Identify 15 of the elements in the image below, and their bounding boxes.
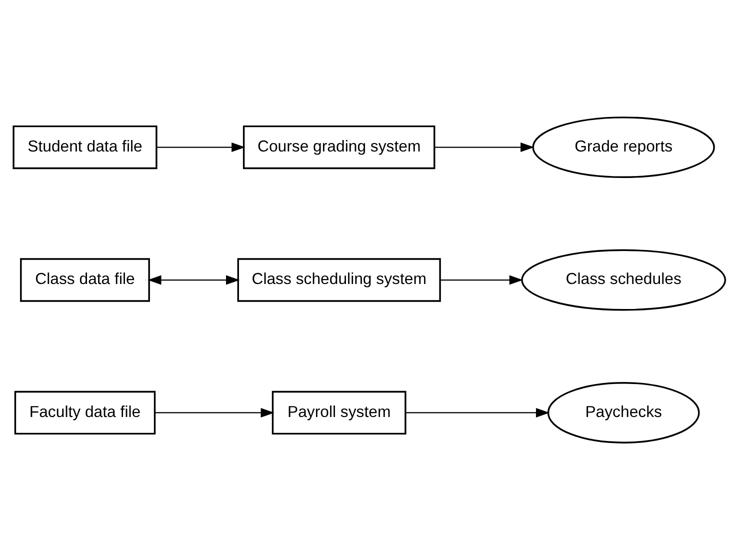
node-box: Course grading system (242, 124, 435, 169)
arrow (440, 274, 522, 284)
arrow (154, 407, 274, 417)
node-box: Class scheduling system (236, 258, 440, 302)
node-box: Faculty data file (14, 390, 156, 434)
node-ellipse: Grade reports (532, 116, 714, 178)
node-box: Student data file (12, 124, 157, 169)
node-ellipse: Class schedules (520, 248, 726, 310)
node-ellipse: Paychecks (546, 382, 700, 443)
node-box: Payroll system (271, 390, 406, 434)
arrow (434, 142, 534, 152)
arrow (147, 274, 240, 284)
arrow (405, 407, 550, 417)
arrow (156, 142, 245, 152)
node-box: Class data file (20, 258, 150, 302)
